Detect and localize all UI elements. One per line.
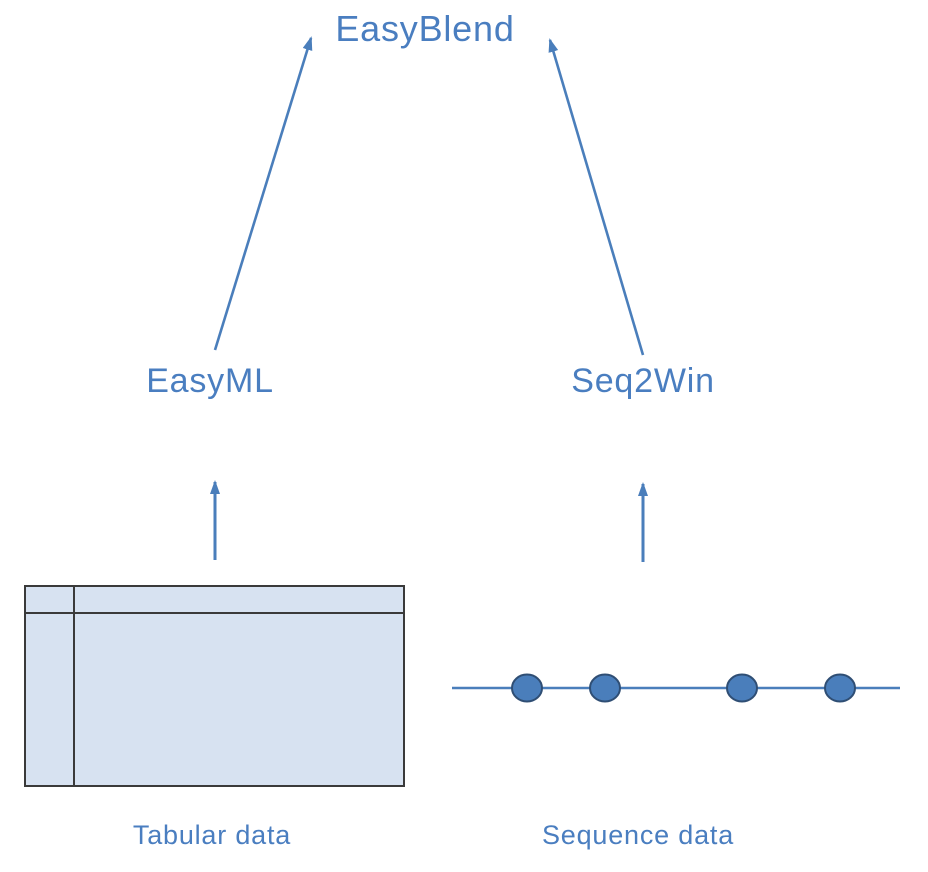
sequence-point [726,673,758,703]
tabular-data-graphic [24,585,405,787]
edge-easyml-to-easyblend [213,36,313,351]
table-column-divider [73,587,75,785]
sequence-point [589,673,621,703]
node-easyblend: EasyBlend [335,8,515,49]
sequence-point [511,673,543,703]
edge-seq2win-to-easyblend [548,38,645,356]
sequence-point [824,673,856,703]
node-easyml: EasyML [146,362,274,400]
caption-sequence-data: Sequence data [541,820,735,850]
node-seq2win: Seq2Win [571,362,715,400]
caption-tabular-data: Tabular data [132,820,292,850]
table-header-divider [26,612,403,614]
